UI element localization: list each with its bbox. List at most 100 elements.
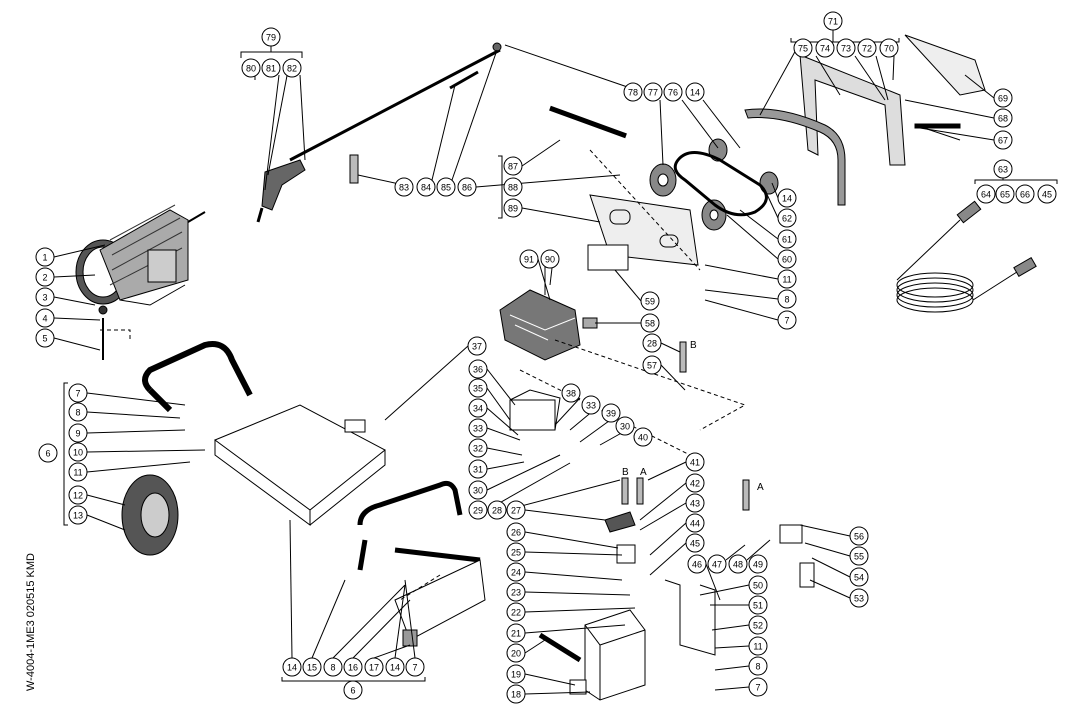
leader-line bbox=[649, 522, 687, 556]
callout-circle bbox=[685, 493, 705, 513]
callout-number: 76 bbox=[668, 88, 678, 98]
callout-88: 88 bbox=[503, 177, 523, 197]
leader-line bbox=[53, 337, 101, 351]
assembly-bracket bbox=[974, 178, 1058, 184]
callout-number: 53 bbox=[854, 594, 864, 604]
callout-number: 30 bbox=[473, 486, 483, 496]
callout-number: 28 bbox=[492, 506, 502, 516]
callout-45: 45 bbox=[685, 533, 705, 553]
callout-number: 84 bbox=[421, 183, 431, 193]
leader-line bbox=[854, 55, 886, 101]
callout-2: 2 bbox=[35, 267, 55, 287]
callout-circle bbox=[849, 526, 869, 546]
leader-line bbox=[704, 264, 779, 280]
callout-90: 90 bbox=[540, 249, 560, 269]
callout-circle bbox=[468, 438, 488, 458]
leader-line bbox=[521, 139, 561, 167]
callout-circle bbox=[343, 680, 363, 700]
callout-7: 7 bbox=[748, 677, 768, 697]
callout-79: 79 bbox=[261, 27, 281, 47]
callout-73: 73 bbox=[836, 38, 856, 58]
callout-26: 26 bbox=[506, 522, 526, 542]
callout-number: 65 bbox=[1000, 190, 1010, 200]
leader-line bbox=[699, 584, 750, 596]
callout-circle bbox=[633, 427, 653, 447]
callout-91: 91 bbox=[519, 249, 539, 269]
leader-line bbox=[384, 345, 469, 421]
callout-1: 1 bbox=[35, 247, 55, 267]
callout-number: 8 bbox=[75, 408, 80, 418]
callout-circle bbox=[993, 159, 1013, 179]
electrical-box-drawing bbox=[509, 389, 716, 701]
callout-32: 32 bbox=[468, 438, 488, 458]
callout-number: 59 bbox=[645, 297, 655, 307]
callout-70: 70 bbox=[879, 38, 899, 58]
leader-line bbox=[524, 509, 606, 521]
assembly-guides bbox=[100, 149, 747, 601]
callout-number: 2 bbox=[42, 273, 47, 283]
callout-8: 8 bbox=[68, 402, 88, 422]
callout-number: 89 bbox=[508, 204, 518, 214]
leader-line bbox=[524, 639, 546, 654]
leader-line bbox=[524, 673, 576, 686]
callout-number: 43 bbox=[690, 499, 700, 509]
callout-7: 7 bbox=[777, 310, 797, 330]
callout-5: 5 bbox=[35, 328, 55, 348]
callout-14: 14 bbox=[685, 82, 705, 102]
callout-circle bbox=[976, 184, 996, 204]
leader-line bbox=[659, 99, 664, 166]
frame-drawing bbox=[121, 341, 486, 647]
belt-guard-drawing bbox=[744, 34, 986, 206]
callout-circle bbox=[849, 588, 869, 608]
callout-number: 7 bbox=[75, 389, 80, 399]
callout-47: 47 bbox=[707, 554, 727, 574]
callout-number: 51 bbox=[753, 601, 763, 611]
leader-line bbox=[53, 274, 96, 278]
callout-circle bbox=[748, 677, 768, 697]
callout-14: 14 bbox=[777, 188, 797, 208]
callout-39: 39 bbox=[601, 403, 621, 423]
pump-drawing bbox=[499, 270, 598, 361]
callout-circle bbox=[35, 328, 55, 348]
leader-line bbox=[486, 427, 521, 441]
callout-number: 63 bbox=[998, 165, 1008, 175]
callout-50: 50 bbox=[748, 575, 768, 595]
callout-circle bbox=[468, 378, 488, 398]
callout-number: 21 bbox=[511, 629, 521, 639]
leader-line bbox=[486, 407, 519, 436]
callout-circle bbox=[663, 82, 683, 102]
callout-circle bbox=[416, 177, 436, 197]
leader-line bbox=[311, 579, 346, 659]
callout-circle bbox=[793, 38, 813, 58]
callout-8: 8 bbox=[748, 656, 768, 676]
leader-line bbox=[746, 539, 771, 561]
callout-number: 87 bbox=[508, 162, 518, 172]
callout-49: 49 bbox=[748, 554, 768, 574]
assembly-bracket bbox=[63, 382, 68, 526]
callout-76: 76 bbox=[663, 82, 683, 102]
leader-line bbox=[714, 686, 750, 691]
leader-line bbox=[394, 584, 406, 659]
callout-6: 6 bbox=[38, 443, 58, 463]
callout-circle bbox=[467, 336, 487, 356]
callout-circle bbox=[405, 657, 425, 677]
callout-number: 9 bbox=[75, 429, 80, 439]
callout-number: 8 bbox=[784, 295, 789, 305]
leader-line bbox=[373, 644, 411, 659]
callout-circle bbox=[643, 82, 663, 102]
callout-number: 77 bbox=[648, 88, 658, 98]
leader-lines bbox=[53, 30, 1058, 695]
callout-circle bbox=[506, 562, 526, 582]
callout-number: 47 bbox=[712, 560, 722, 570]
callout-number: 41 bbox=[690, 458, 700, 468]
callout-82: 82 bbox=[282, 58, 302, 78]
callout-circle bbox=[506, 522, 526, 542]
callout-23: 23 bbox=[506, 582, 526, 602]
callout-number: 73 bbox=[841, 44, 851, 54]
leader-line bbox=[725, 544, 746, 561]
callout-number: 14 bbox=[287, 663, 297, 673]
callout-number: 33 bbox=[473, 424, 483, 434]
leader-line bbox=[639, 482, 687, 521]
callout-circle bbox=[68, 402, 88, 422]
connection-letter-a: A bbox=[757, 482, 764, 493]
